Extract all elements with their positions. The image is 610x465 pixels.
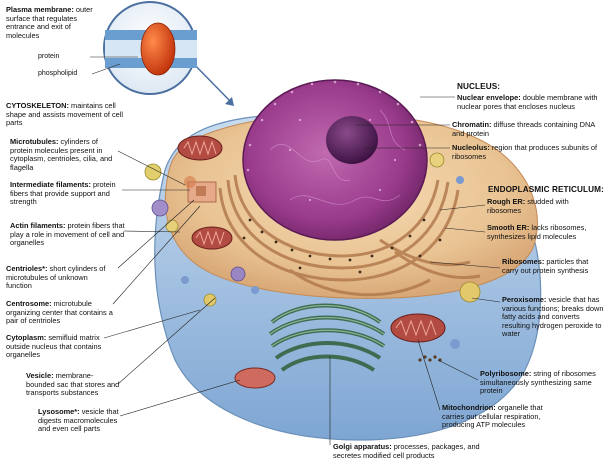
polyribosome-label: Polyribosome: string of ribosomes simult… xyxy=(480,369,596,396)
centrosome xyxy=(184,176,217,203)
nuclear-pores xyxy=(246,80,422,202)
lysosome-label: Lysosome*: vesicle that digests macromol… xyxy=(38,407,119,434)
er-header: ENDOPLASMIC RETICULUM: xyxy=(488,185,604,194)
golgi-label: Golgi apparatus: processes, packages, an… xyxy=(333,442,480,460)
phospholipid-label: phospholipid xyxy=(38,70,78,77)
peroxisome-label: Peroxisome: vesicle that has various fun… xyxy=(502,295,604,339)
cytoplasm-label: Cytoplasm: semifluid matrix outside nucl… xyxy=(6,333,102,360)
nuclear-envelope-label: Nuclear envelope: double membrane with n… xyxy=(457,93,598,111)
actin-filaments-label: Actin filaments: protein fibers that pla… xyxy=(10,221,125,248)
ribosome-dots xyxy=(242,218,442,274)
nucleolus-label: Nucleolus: region that produces subunits… xyxy=(452,143,598,161)
endoplasmic-reticulum xyxy=(218,174,481,297)
mitochondria xyxy=(177,135,446,389)
ribosomes-label: Ribosomes: particles that carry out prot… xyxy=(502,257,589,275)
polyribosome xyxy=(418,355,442,362)
microtubules-label: Microtubules: cylinders of protein molec… xyxy=(10,137,113,172)
mitochondrion-label: Mitochondrion: organelle that carries ou… xyxy=(442,403,543,430)
intermediate-filaments-label: Intermediate filaments: protein fibers t… xyxy=(10,180,116,207)
cytoskeleton-label: CYTOSKELETON: maintains cell shape and a… xyxy=(6,101,124,128)
plasma-membrane-title: Plasma membrane: xyxy=(6,5,74,14)
centrosome-label: Centrosome: microtubule organizing cente… xyxy=(6,299,113,326)
protein-label: protein xyxy=(38,53,60,60)
vesicle-label: Vesicle: membrane-bounded sac that store… xyxy=(26,371,120,398)
smooth-er-label: Smooth ER: lacks ribosomes, synthesizes … xyxy=(487,223,587,241)
leader-lines-left xyxy=(103,150,241,417)
nucleolus xyxy=(326,116,378,164)
nucleus xyxy=(242,79,428,241)
chromatin-label: Chromatin: diffuse threads containing DN… xyxy=(452,120,595,138)
plasma-membrane-desc: outer surface that regulates entrance an… xyxy=(6,5,93,40)
rough-er-label: Rough ER: studded with ribosomes xyxy=(487,197,569,215)
chromatin xyxy=(269,109,406,205)
leader-lines-right xyxy=(329,96,501,445)
nucleus-header: NUCLEUS: xyxy=(457,82,501,91)
plasma-membrane-label: Plasma membrane: outer surface that regu… xyxy=(6,5,101,40)
centrioles-label: Centrioles*: short cylinders of microtub… xyxy=(6,264,106,291)
vesicles xyxy=(144,152,481,349)
membrane-protein xyxy=(140,22,176,76)
